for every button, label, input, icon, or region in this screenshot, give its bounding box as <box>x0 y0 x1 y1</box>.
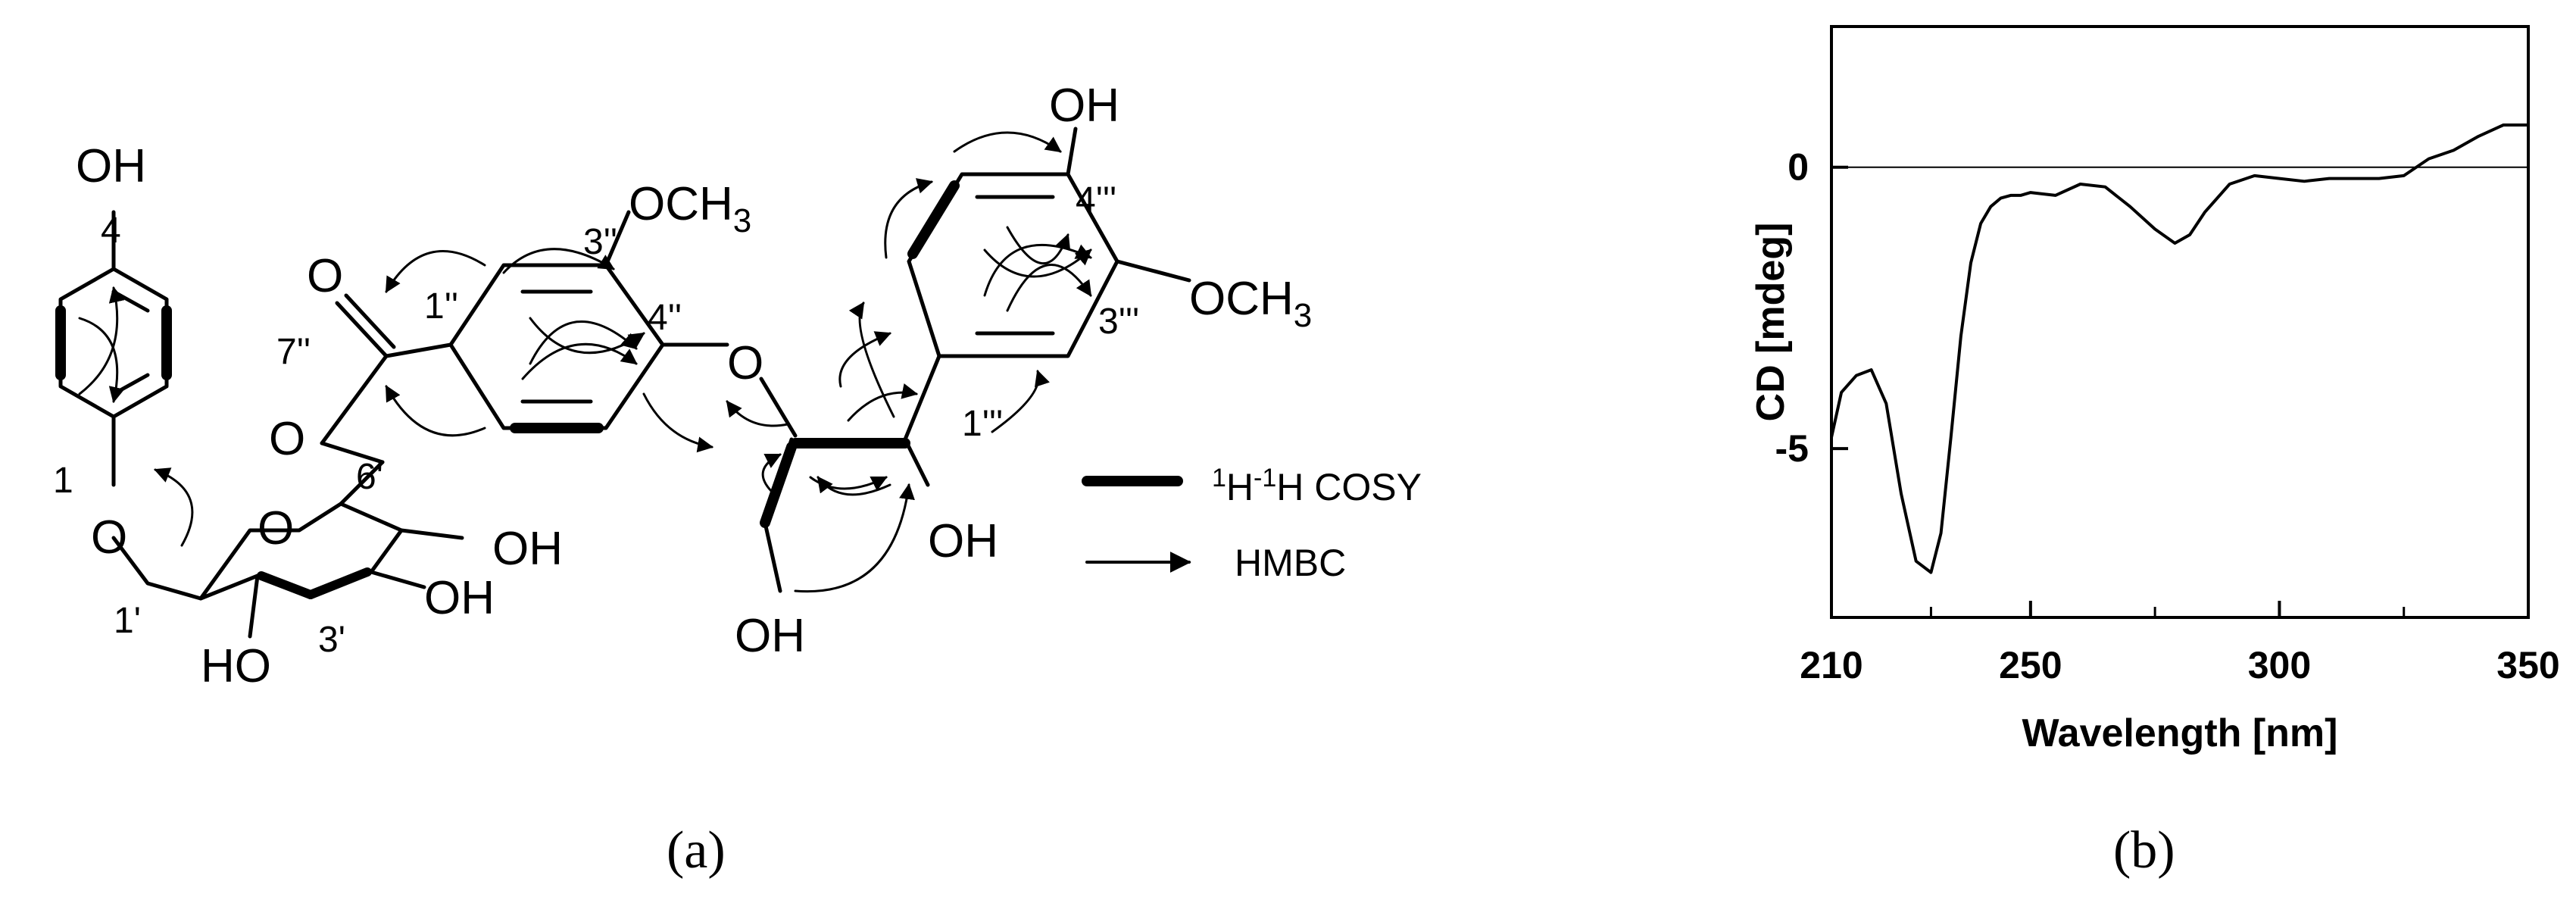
label-c1p: 1' <box>114 601 141 641</box>
label-c3ppp: 3''' <box>1098 302 1139 342</box>
y-ticks: 0 -5 <box>1775 146 1848 470</box>
panel-b-caption: (b) <box>2113 821 2175 880</box>
label-oh-3p: OH <box>424 572 495 624</box>
label-c1ppp: 1''' <box>962 404 1003 444</box>
glucose-ring <box>111 441 464 639</box>
x-axis-label: Wavelength [nm] <box>2022 711 2338 755</box>
hmbc-arrows-ring-a <box>78 286 194 547</box>
legend-hmbc-label: HMBC <box>1235 542 1346 584</box>
legend-cosy-label: 1H-1H COSY <box>1212 464 1422 508</box>
structure-diagram <box>55 127 1191 639</box>
ester-group <box>320 293 453 445</box>
label-oh-4p: OH <box>492 523 563 575</box>
y-tick-label: 0 <box>1788 146 1809 189</box>
label-oh-chain-a: OH <box>735 610 805 662</box>
hmbc-arrows-ring-c <box>884 131 1092 312</box>
cd-spectrum-chart: 210 250 300 350 0 -5 Wavelength [nm] CD [mde… <box>1749 25 2560 755</box>
label-c4ppp: 4''' <box>1076 180 1116 220</box>
label-c4: 4 <box>101 211 121 251</box>
label-o-ring: O <box>258 502 294 555</box>
label-oh-chain-b: OH <box>928 515 998 567</box>
label-och3-c: OCH3 <box>1189 273 1312 334</box>
label-c1: 1 <box>53 461 73 501</box>
glucose-bold-bonds <box>257 567 372 599</box>
label-c6p: 6' <box>356 457 383 497</box>
cosy-bonds-chain <box>760 438 910 528</box>
x-tick-label: 350 <box>2496 644 2559 686</box>
y-tick-label: -5 <box>1775 427 1809 470</box>
label-o-carbonyl: O <box>307 250 343 302</box>
cosy-bonds-ring-a <box>55 305 172 380</box>
label-ho: HO <box>201 640 271 692</box>
plot-frame <box>1830 25 2530 619</box>
label-c4pp: 4'' <box>648 298 682 338</box>
label-c7pp: 7'' <box>276 332 311 372</box>
hmbc-arrows-ring-b <box>385 248 714 453</box>
ring-c <box>907 127 1191 358</box>
label-o-glycosidic: O <box>91 511 127 564</box>
atom-labels: OH 4 1 O 1' O 6' 3' HO OH OH O 7'' O 1''… <box>53 80 1422 692</box>
label-o-ether: O <box>727 337 763 389</box>
cd-curve <box>1830 123 2528 574</box>
label-c1pp: 1'' <box>424 286 458 327</box>
x-tick-label: 210 <box>1800 644 1863 686</box>
legend-symbols <box>1082 476 1191 573</box>
label-oh-top: OH <box>76 140 146 192</box>
glycerol-chain <box>759 354 941 593</box>
label-c3pp: 3'' <box>583 222 617 262</box>
x-tick-label: 300 <box>2248 644 2311 686</box>
panel-a-caption: (a) <box>667 821 726 880</box>
label-och3-b: OCH3 <box>629 178 751 239</box>
label-o-ester: O <box>269 413 305 465</box>
cosy-bonds-ring-c <box>907 180 960 259</box>
x-tick-label: 250 <box>1999 644 2062 686</box>
x-ticks: 210 250 300 350 <box>1800 601 2560 686</box>
y-axis-label: CD [mdeg] <box>1749 223 1793 422</box>
label-oh-c: OH <box>1049 80 1119 132</box>
label-c3p: 3' <box>318 620 345 660</box>
hmbc-arrows-chain <box>726 302 1050 593</box>
